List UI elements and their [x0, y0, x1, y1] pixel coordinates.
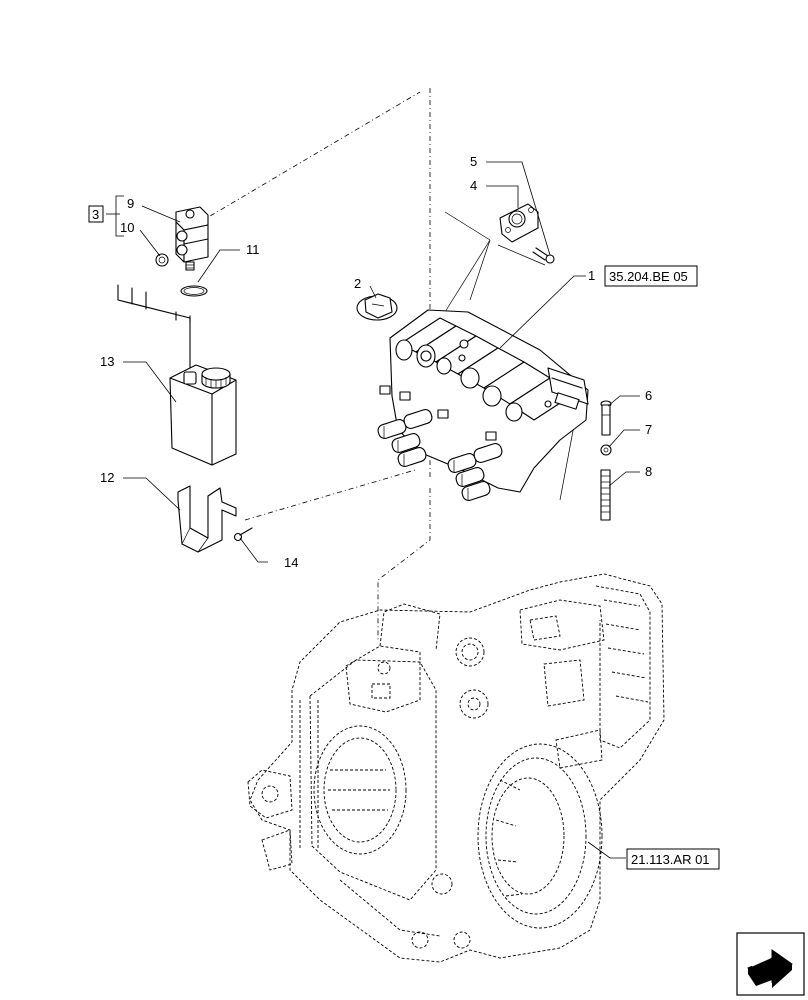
couplers-left — [377, 409, 433, 467]
callout-1[interactable]: 1 — [588, 268, 595, 283]
callout-4[interactable]: 4 — [470, 178, 477, 193]
callout-7[interactable]: 7 — [645, 422, 652, 437]
reference-control-valve[interactable]: 35.204.BE 05 — [609, 269, 688, 284]
callout-5[interactable]: 5 — [470, 154, 477, 169]
reference-box-control-valve[interactable]: 35.204.BE 05 — [604, 265, 698, 287]
callout-12[interactable]: 12 — [100, 470, 114, 485]
callout-14[interactable]: 14 — [284, 555, 298, 570]
plug-part-2[interactable] — [356, 293, 398, 321]
leader-lines — [106, 161, 640, 859]
control-valve-part-1[interactable] — [377, 309, 589, 502]
callout-3[interactable]: 3 — [92, 207, 99, 222]
callout-11[interactable]: 11 — [246, 242, 260, 257]
callout-9[interactable]: 9 — [127, 196, 134, 211]
callout-labels: 3 9 10 11 13 12 14 2 5 4 1 6 7 8 — [88, 154, 652, 570]
bolt-part-14[interactable] — [233, 527, 253, 542]
reference-housing[interactable]: 21.113.AR 01 — [631, 852, 710, 867]
callout-13[interactable]: 13 — [100, 354, 114, 369]
cap-part-10[interactable] — [155, 253, 169, 267]
bolt-part-6[interactable] — [600, 400, 612, 436]
callout-10[interactable]: 10 — [120, 220, 134, 235]
callout-8[interactable]: 8 — [645, 464, 652, 479]
callout-3-box — [88, 205, 104, 223]
callout-2[interactable]: 2 — [354, 276, 361, 291]
solenoid-valve-part-9[interactable] — [175, 206, 209, 271]
next-page-arrow-icon[interactable] — [736, 932, 805, 996]
washer-part-7[interactable] — [600, 444, 612, 456]
bolt-part-5[interactable] — [532, 247, 555, 264]
reservoir-part-13[interactable] — [117, 284, 237, 466]
flange-part-4[interactable] — [499, 203, 539, 243]
stud-part-8[interactable] — [600, 469, 611, 521]
couplers-right — [447, 443, 503, 501]
callout-6[interactable]: 6 — [645, 388, 652, 403]
reference-box-housing[interactable]: 21.113.AR 01 — [626, 848, 720, 870]
bracket-part-12[interactable] — [177, 485, 237, 553]
transmission-housing — [247, 573, 665, 963]
o-ring-part-11[interactable] — [180, 285, 208, 297]
